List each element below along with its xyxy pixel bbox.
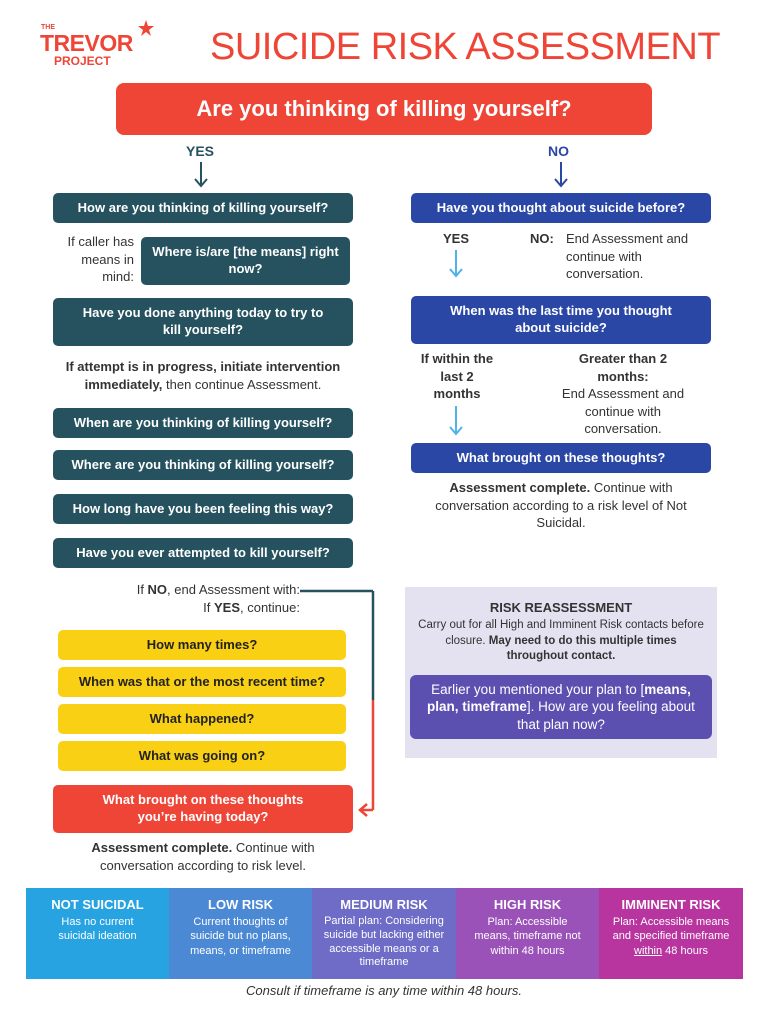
within-note: If within the last 2 months (420, 351, 494, 402)
yes-q2-box: When was that or the most recent time? (58, 667, 346, 697)
footer-note: Consult if timeframe is any time within … (246, 983, 522, 998)
no-arrow-icon (554, 162, 568, 188)
attempt-note: If attempt is in progress, initiate inte… (48, 358, 358, 393)
logo-the: THE (41, 24, 55, 31)
yes-label: YES (186, 143, 215, 159)
means-note: If caller has means in mind: (67, 234, 134, 285)
right-complete-note: Assessment complete. Continue with conve… (435, 480, 687, 531)
left-q2-box: Have you done anything today to try to k… (53, 298, 353, 346)
right-q1-box: Have you thought about suicide before? (411, 193, 711, 223)
risk-high: HIGH RISK Plan: Accessible means, timefr… (456, 888, 599, 979)
branch-yes: YES (213, 599, 240, 615)
left-q1-box: How are you thinking of killing yourself… (53, 193, 353, 223)
right-yes-arrow-icon (449, 250, 463, 278)
risk-medium: MEDIUM RISK Partial plan: Considering su… (312, 888, 456, 979)
reassessment-title: RISK REASSESSMENT (489, 600, 633, 615)
main-question-box: Are you thinking of killing yourself? (116, 83, 652, 135)
risk-imminent: IMMINENT RISK Plan: Accessible means and… (599, 888, 743, 979)
left-q6-box: Have you ever attempted to kill yourself… (53, 538, 353, 568)
yes-q3-box: What happened? (58, 704, 346, 734)
right-no-text: End Assessment and continue with convers… (566, 231, 689, 282)
no-label: NO (548, 143, 569, 159)
attempt-note-bold: If attempt is in progress, initiate inte… (65, 359, 341, 392)
right-within-arrow-icon (449, 406, 463, 436)
reassessment-text: Carry out for all High and Imminent Risk… (418, 619, 704, 663)
left-means-box: Where is/are [the means] right now? (141, 237, 350, 285)
page-title: SUICIDE RISK ASSESSMENT (210, 26, 721, 68)
yes-q1-box: How many times? (58, 630, 346, 660)
risk-level-bar: NOT SUICIDAL Has no current suicidal ide… (26, 888, 743, 979)
branch-no: NO (147, 582, 168, 597)
left-final-box: What brought on these thoughts you’re ha… (53, 785, 353, 833)
logo-project: PROJECT (54, 54, 111, 68)
yes-arrow-icon (194, 162, 208, 188)
left-complete-note: Assessment complete. Continue with conve… (91, 840, 315, 873)
trevor-logo: THE TREVOR PROJECT (40, 20, 154, 70)
left-q4-box: Where are you thinking of killing yourse… (53, 450, 353, 480)
right-yes-label: YES (443, 231, 470, 246)
left-q3-box: When are you thinking of killing yoursel… (53, 408, 353, 438)
risk-not-suicidal: NOT SUICIDAL Has no current suicidal ide… (26, 888, 169, 979)
branch-note: If NO, end Assessment with: If YES, cont… (136, 582, 300, 615)
right-q3-box: What brought on these thoughts? (411, 443, 711, 473)
left-q5-box: How long have you been feeling this way? (53, 494, 353, 524)
reassessment-panel: RISK REASSESSMENT Carry out for all High… (405, 587, 717, 758)
yes-q4-box: What was going on? (58, 741, 346, 771)
attempt-note-rest: then continue Assessment. (162, 376, 322, 392)
logo-trevor: TREVOR (40, 30, 133, 56)
right-q2-box: When was the last time you thought about… (411, 296, 711, 344)
greater-note: Greater than 2 months: End Assessment an… (561, 351, 685, 437)
right-no-label: NO: (530, 231, 554, 246)
risk-low: LOW RISK Current thoughts of suicide but… (169, 888, 312, 979)
reassessment-question-box: Earlier you mentioned your plan to [mean… (410, 675, 712, 739)
star-icon (138, 20, 154, 36)
